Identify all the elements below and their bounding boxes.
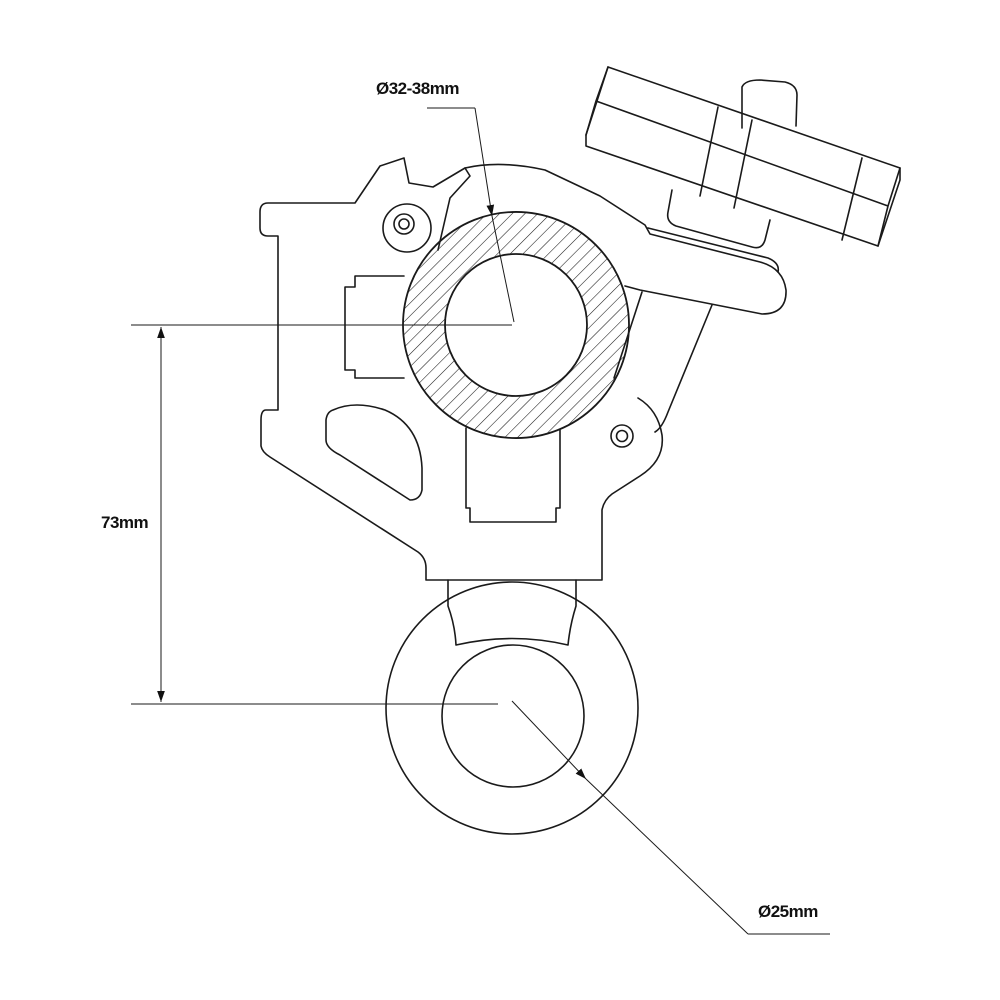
eye-ring-outer (385, 581, 639, 835)
upper-pivot-ring (382, 203, 432, 253)
eye-ring-inner (441, 644, 585, 788)
clamp-body (259, 157, 664, 581)
knob-post (666, 79, 798, 249)
upper-pivot-bolt (393, 213, 415, 235)
eye-neck (447, 579, 577, 646)
lower-block (465, 427, 561, 523)
eye-leader (511, 700, 587, 780)
lower-pivot-bolt (610, 424, 634, 448)
eye-diameter-label: Ø25mm (758, 902, 818, 921)
lever-arm-inner (647, 227, 780, 273)
knob-head (585, 66, 901, 247)
height-label: 73mm (101, 513, 149, 532)
tube-cross-section (402, 211, 630, 439)
tube-diameter-label: Ø32-38mm (376, 79, 459, 98)
lever-arm (464, 163, 787, 315)
d-cutout (325, 404, 423, 501)
side-block (344, 275, 405, 379)
